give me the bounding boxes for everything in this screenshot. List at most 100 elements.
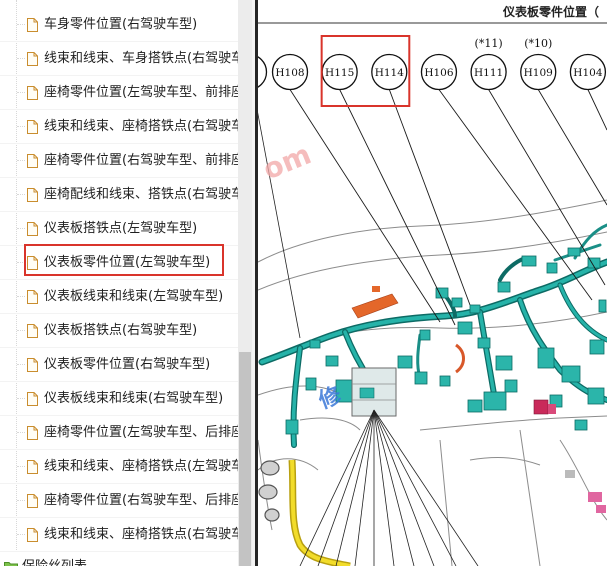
tree-connector-line <box>17 126 25 127</box>
tree-item[interactable]: 座椅零件位置(左驾驶车型、前排座 <box>0 76 238 110</box>
tree-item[interactable]: 座椅零件位置(右驾驶车型、前排座 <box>0 144 238 178</box>
tree-connector-line <box>17 296 25 297</box>
document-tree-panel: 车身零件位置(右驾驶车型) 线束和线束、车身搭铁点(右驾驶车座椅零件位置(左驾驶车… <box>0 0 238 566</box>
connector-circle[interactable] <box>420 53 458 91</box>
orange-wire <box>455 343 465 374</box>
connector-callout-h114[interactable]: H114 <box>371 53 408 91</box>
tree-item[interactable]: 仪表板搭铁点(左驾驶车型) <box>0 212 238 246</box>
connector-circle[interactable] <box>569 53 607 91</box>
connector-code: H109 <box>524 67 553 79</box>
dashboard-contour <box>419 415 607 431</box>
connector-note: (*10) <box>524 37 552 50</box>
tree-item-label: 仪表板搭铁点(左驾驶车型) <box>44 221 198 236</box>
wire-coils <box>258 460 280 522</box>
connector-code: H114 <box>375 67 405 79</box>
connector-callouts: H108 H115 H114 H106 H111(*11) H109 (*10) H104 <box>271 35 607 326</box>
connector-circle[interactable] <box>470 53 507 91</box>
document-tree-list: 车身零件位置(右驾驶车型) 线束和线束、车身搭铁点(右驾驶车座椅零件位置(左驾驶车… <box>0 8 238 566</box>
console-edge <box>559 439 607 521</box>
tree-item[interactable]: 线束和线束、座椅搭铁点(右驾驶车 <box>0 518 238 552</box>
folder-icon <box>4 561 18 566</box>
tree-item[interactable]: 线束和线束、座椅搭铁点(左驾驶车 <box>0 450 238 484</box>
tree-item-label: 仪表板线束和线束(右驾驶车型) <box>44 391 224 406</box>
document-icon <box>27 222 38 236</box>
connector-circle[interactable] <box>520 53 557 91</box>
diagram-title: 仪表板零件位置（ <box>502 4 599 19</box>
document-icon <box>27 18 38 32</box>
document-icon <box>27 426 38 440</box>
tree-item-label: 仪表板零件位置(左驾驶车型) <box>44 255 211 270</box>
connector-circle-partial[interactable] <box>258 55 268 90</box>
document-icon <box>27 528 38 542</box>
orange-bracket <box>351 293 399 319</box>
tree-scrollbar[interactable] <box>238 0 252 566</box>
tree-item-selected[interactable]: 仪表板零件位置(左驾驶车型) <box>0 244 238 280</box>
document-icon <box>27 188 38 202</box>
connector-note: (*11) <box>475 37 503 50</box>
dashboard-contour <box>258 199 607 263</box>
tree-item[interactable]: 座椅零件位置(左驾驶车型、后排座 <box>0 416 238 450</box>
leader-line <box>537 89 607 206</box>
connector-callout-h104[interactable]: H104 <box>569 53 607 91</box>
scrollbar-thumb[interactable] <box>239 352 251 566</box>
dashboard-contour <box>258 231 607 291</box>
tree-item-label: 线束和线束、座椅搭铁点(右驾驶车 <box>44 527 238 542</box>
tree-guide-line <box>16 0 17 552</box>
tree-item-label: 仪表板线束和线束(左驾驶车型) <box>44 289 224 304</box>
tree-item[interactable]: 仪表板线束和线束(左驾驶车型) <box>0 280 238 314</box>
connector-code: H106 <box>424 67 454 79</box>
tree-connector-line <box>17 330 25 331</box>
connector-callout-h111[interactable]: H111(*11) <box>470 37 507 91</box>
tree-connector-line <box>17 58 25 59</box>
tree-item-label: 座椅零件位置(右驾驶车型、后排座 <box>44 493 238 508</box>
tree-item[interactable]: 座椅配线和线束、搭铁点(右驾驶车 <box>0 178 238 212</box>
leader-line <box>438 89 593 301</box>
connector-code: H104 <box>573 67 603 79</box>
tree-connector-line <box>17 534 25 535</box>
gray-bracket <box>565 470 575 478</box>
ecu-block <box>351 367 397 417</box>
connector-highlight-box <box>320 35 411 107</box>
tree-item[interactable]: 线束和线束、座椅搭铁点(右驾驶车 <box>0 110 238 144</box>
tree-item[interactable]: 座椅零件位置(右驾驶车型、后排座 <box>0 484 238 518</box>
pane-gap <box>252 0 255 566</box>
watermark-text: om <box>258 137 315 186</box>
leader-line <box>587 89 607 131</box>
document-icon <box>27 154 38 168</box>
tree-connector-line <box>17 500 25 501</box>
tree-connector-line <box>17 160 25 161</box>
panel-edge <box>299 417 361 431</box>
connector-callout-h115[interactable]: H115 <box>321 53 358 91</box>
console-edge <box>519 429 541 566</box>
leader-line <box>289 89 441 323</box>
harness-connectors <box>285 247 607 435</box>
connector-callout-h108[interactable]: H108 <box>271 53 309 91</box>
tree-item-label: 线束和线束、座椅搭铁点(左驾驶车 <box>44 459 238 474</box>
document-icon <box>27 460 38 474</box>
connector-circle[interactable] <box>371 53 408 91</box>
connector-callout-h109[interactable]: H109 (*10) <box>520 37 557 91</box>
pane-splitter[interactable] <box>255 0 258 566</box>
document-icon <box>27 392 38 406</box>
tree-folder-fuse-list[interactable]: 保险丝列表 <box>0 552 238 566</box>
tree-item-label: 座椅配线和线束、搭铁点(右驾驶车 <box>44 187 238 202</box>
selection-highlight-box <box>24 244 224 276</box>
fan-leader-lines <box>258 112 479 566</box>
tree-item-label: 车身零件位置(右驾驶车型) <box>44 17 198 32</box>
tree-item-label: 仪表板零件位置(右驾驶车型) <box>44 357 211 372</box>
tree-item[interactable]: 仪表板线束和线束(右驾驶车型) <box>0 382 238 416</box>
tree-item[interactable]: 仪表板零件位置(右驾驶车型) <box>0 348 238 382</box>
tree-connector-line <box>17 92 25 93</box>
connector-callout-h106[interactable]: H106 <box>420 53 458 91</box>
tree-item[interactable]: 线束和线束、车身搭铁点(右驾驶车 <box>0 42 238 76</box>
accent-parts <box>351 286 606 513</box>
magenta-connector <box>548 404 556 414</box>
connector-circle[interactable] <box>271 53 309 91</box>
tree-item[interactable]: 车身零件位置(右驾驶车型) <box>0 8 238 42</box>
tree-connector-line <box>17 194 25 195</box>
panel-edge <box>469 457 541 466</box>
tree-item[interactable]: 仪表板搭铁点(右驾驶车型) <box>0 314 238 348</box>
tree-connector-line <box>17 262 25 263</box>
pink-connector <box>596 505 606 513</box>
tree-connector-line <box>17 432 25 433</box>
